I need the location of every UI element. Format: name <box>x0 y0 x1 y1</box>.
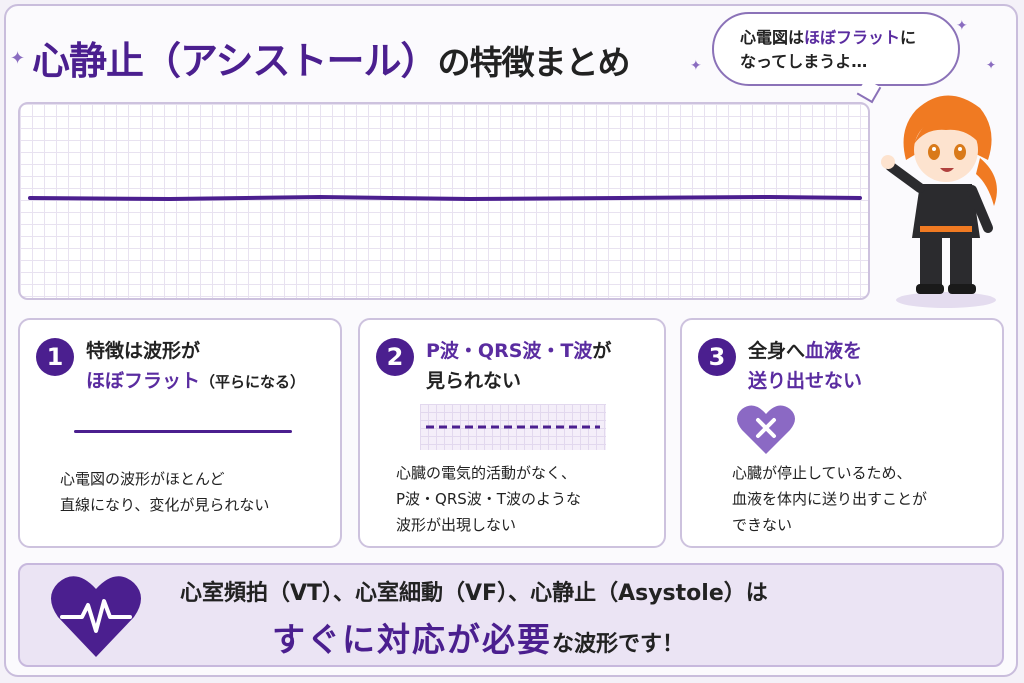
card-number: 1 <box>36 338 74 376</box>
card-description: 心電図の波形がほとんど 直線になり、変化が見られない <box>60 466 269 518</box>
sparkle-icon: ✦ <box>10 48 26 69</box>
speech-text: 心電図は <box>740 28 805 47</box>
feature-card-3: 3 全身へ血液を 送り出せない 心臓が停止しているため、 血液を体内に送り出すこ… <box>680 318 1004 548</box>
speech-bubble: 心電図はほぼフラットに なってしまうよ… <box>712 12 960 86</box>
card-heading-line: 特徴は波形が <box>86 340 201 362</box>
card-heading-highlight: ほぼフラット <box>86 370 201 392</box>
ecg-flatline <box>28 194 862 202</box>
heart-pulse-icon <box>51 576 141 657</box>
card-description-line: 心臓が停止しているため、 <box>732 464 912 482</box>
ecg-strip <box>18 102 870 300</box>
card-description-line: P波・QRS波・T波のような <box>396 490 581 508</box>
feature-card-2: 2 P波・QRS波・T波が 見られない 心臓の電気的活動がなく、 P波・QRS波… <box>358 318 666 548</box>
speech-text: なってしまうよ… <box>740 52 868 71</box>
card-description-line: できない <box>732 516 793 534</box>
flatline-illustration <box>74 430 292 433</box>
speech-highlight: ほぼフラット <box>804 28 901 47</box>
card-heading-highlight: P波・QRS波・T波 <box>426 340 593 362</box>
card-description-line: 直線になり、変化が見られない <box>60 496 270 514</box>
character-illustration <box>881 95 997 308</box>
sparkle-icon: ✦ <box>986 58 997 72</box>
sparkle-icon: ✦ <box>956 18 968 34</box>
card-heading-line: 見られない <box>426 370 522 392</box>
card-heading: 特徴は波形が ほぼフラット（平らになる） <box>86 336 305 397</box>
title-main: 心静止（アシストール） <box>32 39 438 83</box>
heart-x-icon <box>737 405 795 454</box>
card-heading-line: 全身へ <box>748 340 806 362</box>
summary-line-2: すぐに対応が必要な波形です！ <box>272 613 684 661</box>
card-heading-note: （平らになる） <box>200 373 306 391</box>
card-number: 3 <box>698 338 736 376</box>
card-heading-highlight: 血液を <box>805 340 863 362</box>
card-description-line: 心臓の電気的活動がなく、 <box>396 464 577 482</box>
card-description-line: 波形が出現しない <box>396 516 517 534</box>
card-description-line: 血液を体内に送り出すことが <box>732 490 928 508</box>
summary-text: な波形です！ <box>552 632 685 657</box>
sparkle-icon: ✦ <box>690 58 702 74</box>
card-description: 心臓が停止しているため、 血液を体内に送り出すことが できない <box>732 460 927 538</box>
title-sub: の特徴まとめ <box>437 43 630 82</box>
page-title: 心静止（アシストール）の特徴まとめ <box>32 30 630 86</box>
card-heading-line: が <box>592 340 612 362</box>
card-number: 2 <box>376 338 414 376</box>
summary-line-1: 心室頻拍（VT）、心室細動（VF）、心静止（Asystole）は <box>180 581 768 606</box>
feature-card-1: 1 特徴は波形が ほぼフラット（平らになる） 心電図の波形がほとんど 直線になり… <box>18 318 342 548</box>
card-heading: P波・QRS波・T波が 見られない <box>426 336 611 396</box>
summary-banner: 心室頻拍（VT）、心室細動（VF）、心静止（Asystole）は すぐに対応が必… <box>18 563 1004 667</box>
card-heading-highlight: 送り出せない <box>748 370 863 392</box>
speech-text: に <box>900 28 917 47</box>
card-heading: 全身へ血液を 送り出せない <box>748 336 862 396</box>
dashed-ecg-illustration <box>420 404 606 450</box>
card-description: 心臓の電気的活動がなく、 P波・QRS波・T波のような 波形が出現しない <box>396 460 581 538</box>
card-description-line: 心電図の波形がほとんど <box>60 470 225 488</box>
summary-emphasis: すぐに対応が必要 <box>272 620 552 659</box>
